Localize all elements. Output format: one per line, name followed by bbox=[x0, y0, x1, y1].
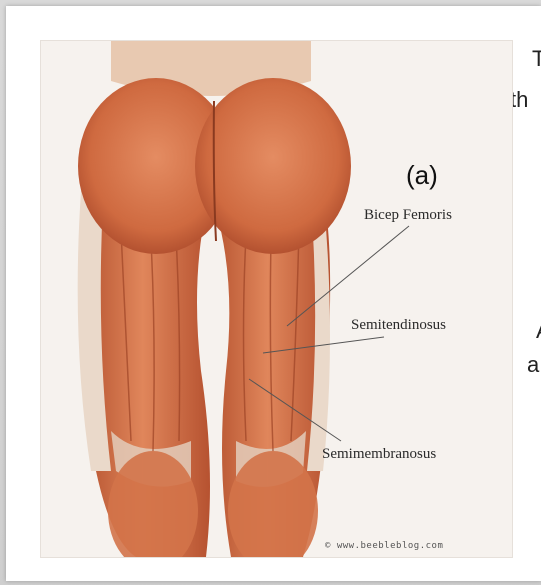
hamstring-anatomy-figure: Bicep Femoris Semitendinosus Semimembran… bbox=[40, 40, 513, 558]
right-gluteus bbox=[195, 78, 351, 254]
watermark: © www.beebleblog.com bbox=[325, 541, 443, 551]
label-semimembranosus: Semimembranosus bbox=[322, 446, 436, 463]
label-bicep-femoris: Bicep Femoris bbox=[364, 207, 452, 224]
side-text-line-1: T bbox=[532, 46, 541, 72]
label-semitendinosus: Semitendinosus bbox=[351, 317, 446, 334]
side-text-line-3: A bbox=[536, 318, 541, 344]
anatomy-illustration bbox=[41, 41, 512, 557]
figure-label: (a) bbox=[406, 160, 438, 191]
side-text-line-4: a bbox=[527, 352, 539, 378]
